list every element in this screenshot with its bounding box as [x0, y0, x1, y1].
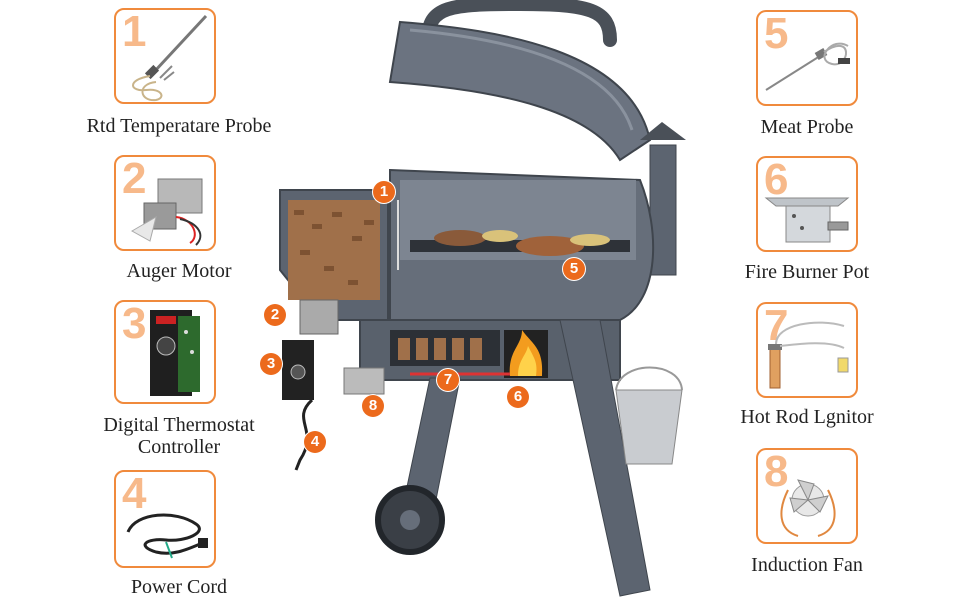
part-label-4: Power Cord [130, 576, 228, 598]
callout-marker-6: 6 [507, 386, 529, 408]
part-card-6: 6 [756, 156, 858, 252]
part-label-7: Hot Rod Lgnitor [740, 406, 874, 428]
callout-marker-2: 2 [264, 304, 286, 326]
callout-marker-3: 3 [260, 353, 282, 375]
callout-marker-4: 4 [304, 431, 326, 453]
rtd-probe-icon [132, 14, 208, 102]
callout-marker-5: 5 [563, 258, 585, 280]
auger-motor-icon [130, 178, 203, 246]
burner-pot-icon [764, 197, 850, 243]
auger-motor-in-grill [299, 299, 339, 335]
pellet-grill-illustration [279, 0, 686, 597]
part-label-6: Fire Burner Pot [744, 261, 870, 283]
part-card-2: 2 [114, 155, 216, 251]
part-label-8: Induction Fan [751, 554, 863, 576]
callout-marker-1: 1 [373, 181, 395, 203]
thermostat-controller-icon [150, 310, 200, 396]
rear-leg [559, 319, 651, 597]
cord-in-grill [294, 398, 314, 471]
part-card-3: 3 [114, 300, 216, 404]
part-number: 8 [764, 447, 789, 496]
chimney [649, 144, 677, 276]
hot-rod-ignitor-icon [768, 321, 849, 389]
induction-fan-icon [780, 479, 836, 537]
part-number: 4 [122, 469, 147, 518]
part-card-7: 7 [756, 302, 858, 398]
callout-marker-7: 7 [437, 369, 459, 391]
meat-probe-icon [765, 42, 850, 91]
callout-marker-8: 8 [362, 395, 384, 417]
part-label-5: Meat Probe [760, 116, 854, 138]
part-label-3: Digital Thermostat Controller [64, 414, 294, 458]
fan-in-grill [343, 367, 385, 395]
part-card-8: 8 [756, 448, 858, 544]
power-cord-icon [126, 513, 208, 559]
grease-bucket [615, 389, 683, 465]
part-label-3-line-2: Controller [137, 436, 221, 458]
part-card-1: 1 [114, 8, 216, 104]
part-number: 5 [764, 9, 789, 58]
lid-handle [421, 0, 617, 47]
part-label-2: Auger Motor [126, 260, 232, 282]
part-number: 6 [764, 155, 789, 204]
part-card-4: 4 [114, 470, 216, 568]
part-number: 1 [122, 7, 147, 56]
part-label-3-line-1: Digital Thermostat [103, 414, 255, 436]
part-label-1: Rtd Temperatare Probe [86, 115, 272, 137]
part-number: 3 [122, 299, 147, 348]
part-number: 2 [122, 154, 147, 203]
part-card-5: 5 [756, 10, 858, 106]
